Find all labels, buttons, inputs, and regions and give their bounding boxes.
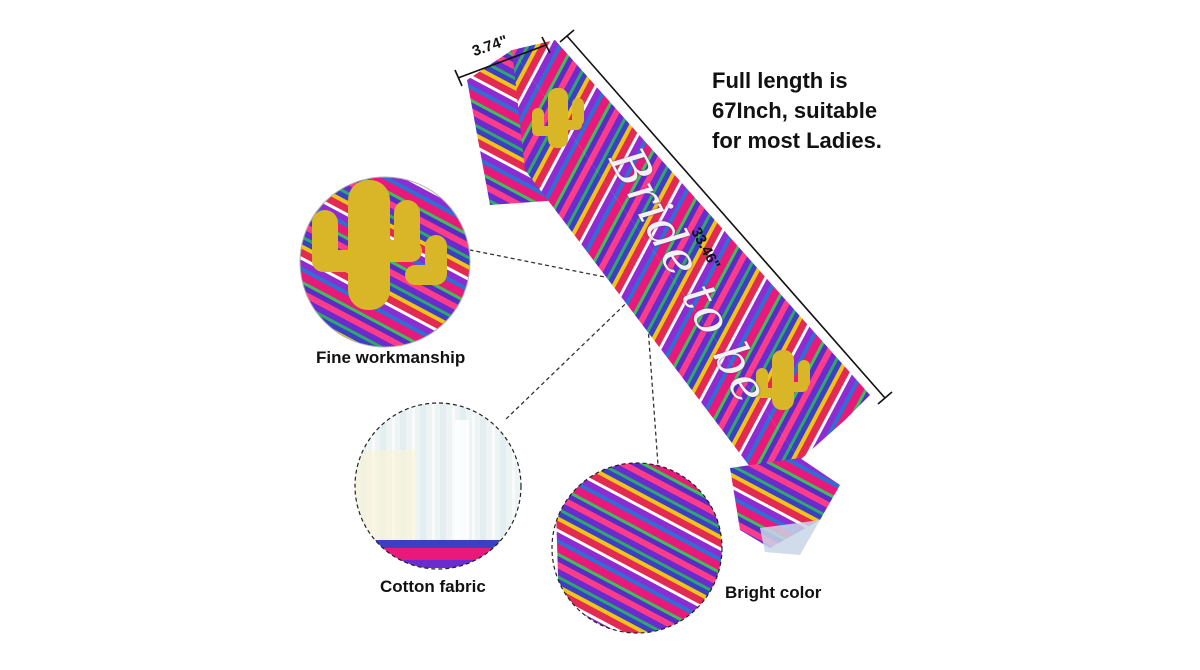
headline-line-2: 67Inch, suitable: [712, 98, 878, 123]
headline-line-3: for most Ladies.: [712, 128, 882, 153]
callout-cotton-fabric: Cotton fabric: [380, 577, 486, 596]
cactus-top-icon: [532, 88, 584, 148]
cactus-closeup-icon: [312, 180, 447, 310]
length-dimension: [559, 29, 893, 405]
sash-fold-end: [730, 458, 840, 548]
callout-fine-workmanship: Fine workmanship: [316, 348, 466, 367]
sash-body-lower: [512, 50, 800, 480]
width-dimension: [454, 36, 551, 87]
callout-bright-color: Bright color: [725, 583, 822, 602]
detail-circle-cotton: [354, 402, 522, 570]
detail-circle-fine: [299, 176, 471, 348]
sash-fold-back: [760, 520, 820, 555]
cactus-bottom-icon: [756, 350, 810, 410]
detail-circle-bright: [551, 462, 723, 634]
headline-text: Full length is 67Inch, suitable for most…: [712, 66, 972, 156]
headline-line-1: Full length is: [712, 68, 848, 93]
